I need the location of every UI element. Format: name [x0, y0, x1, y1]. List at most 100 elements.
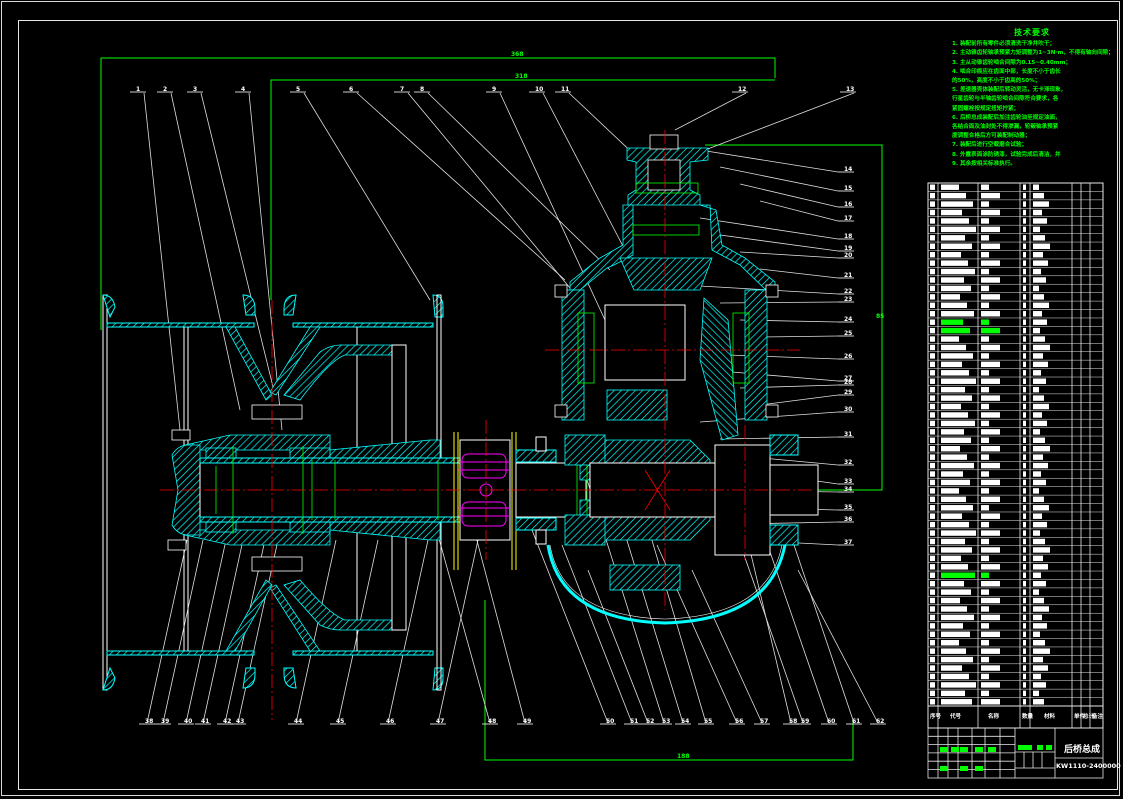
technical-requirement-line: 的50%，高度不小于齿高的50%； [952, 78, 1041, 85]
bevel-ring-gear [619, 257, 739, 441]
part-number-label: 54 [681, 718, 689, 725]
part-number-label: 30 [844, 406, 852, 413]
part-number-label: 51 [630, 718, 638, 725]
dimension-label-bottom: 188 [677, 753, 690, 760]
parts-list-row [930, 336, 1045, 342]
part-number-label: 34 [844, 486, 852, 493]
part-number-label: 23 [844, 296, 852, 303]
parts-list-header: 代号 [949, 712, 962, 720]
technical-requirements-list: 1. 装配前所有零件必须清洗干净并吹干；2. 主动锥齿轮轴承预紧力矩调整为1~3… [952, 40, 1112, 169]
dimension-label-track: 318 [515, 73, 528, 80]
part-number-label: 57 [760, 718, 768, 725]
part-number-label: 44 [294, 718, 302, 725]
output-shaft-right [714, 434, 819, 556]
parts-list-header: 备注 [1091, 712, 1104, 720]
parts-list-row [930, 555, 1043, 562]
parts-list-row [930, 378, 1046, 384]
parts-list-row [930, 479, 1046, 486]
technical-requirement-line: 各结合面及油封处不得渗漏，轮毂轴承预紧 [952, 124, 1059, 131]
part-number-label: 38 [145, 718, 153, 725]
parts-list-row [930, 277, 1046, 283]
parts-list-header: 单件 [1074, 712, 1086, 720]
part-number-label: 26 [844, 353, 852, 360]
parts-list-row [930, 640, 1045, 646]
parts-list-header: 材料 [1044, 712, 1056, 720]
parts-list-row [930, 192, 1044, 199]
dimension-height [705, 144, 883, 491]
part-number-label: 20 [844, 252, 852, 259]
dimension-labels: 368 318 85 188 [511, 51, 884, 760]
parts-list-row [930, 462, 1048, 469]
dimension-label-overall: 368 [511, 51, 524, 58]
part-number-label: 56 [735, 718, 743, 725]
part-number-label: 46 [386, 718, 394, 725]
parts-list-row [930, 403, 1049, 410]
part-number-label: 21 [844, 272, 852, 279]
dimension-track [270, 79, 775, 300]
parts-list-row [930, 429, 1040, 435]
part-number-label: 6 [349, 86, 353, 93]
part-number-label: 12 [738, 86, 746, 93]
part-number-label: 35 [844, 504, 852, 511]
parts-list-row [930, 580, 1046, 587]
parts-list-row [930, 665, 1048, 671]
technical-requirement-line: 行星齿轮与半轴齿轮啮合间隙符合要求，各 [952, 96, 1059, 103]
parts-list-row [930, 505, 1049, 511]
part-number-label: 18 [844, 233, 852, 240]
part-number-label: 27 [844, 375, 852, 382]
parts-list-row [930, 294, 1044, 300]
parts-list-row [930, 285, 1039, 292]
parts-list-row [930, 648, 1050, 654]
parts-list-row [930, 589, 1039, 595]
parts-list-row [930, 412, 1042, 418]
part-number-label: 52 [646, 718, 654, 725]
part-number-label: 16 [844, 201, 852, 208]
part-number-label: 48 [488, 718, 496, 725]
parts-list-row [930, 226, 1040, 233]
parts-list-row [930, 597, 1044, 604]
part-number-label: 4 [241, 86, 245, 93]
parts-list-row [930, 682, 1046, 688]
parts-list-row [930, 260, 1048, 266]
parts-list-row [930, 370, 1041, 376]
technical-requirement-line: 7. 装配后进行空载磨合试验； [952, 142, 1028, 149]
parts-list-row [930, 623, 1047, 629]
part-number-label: 11 [561, 86, 569, 93]
parts-list-row [930, 386, 1039, 393]
technical-requirements-heading: 技术要求 [1014, 28, 1050, 37]
parts-list-row [930, 437, 1045, 443]
parts-list-row [930, 446, 1050, 452]
part-number-label: 36 [844, 516, 852, 523]
technical-requirement-line: 3. 主从动锥齿轮啮合间隙为0.15~0.40mm； [952, 59, 1072, 66]
parts-list-row [930, 538, 1045, 545]
parts-list-row [930, 521, 1047, 528]
part-number-label: 61 [852, 718, 860, 725]
part-number-label: 25 [844, 330, 852, 337]
drawing-title: 后桥总成 [1064, 743, 1100, 755]
technical-requirement-line: 紧固螺栓按规定扭矩拧紧； [952, 105, 1020, 112]
drawing-frame [18, 20, 1118, 790]
part-number-label: 5 [296, 86, 300, 93]
part-number-label: 58 [789, 718, 797, 725]
parts-list-row [930, 513, 1042, 519]
parts-list-row [930, 243, 1050, 249]
part-number-label: 45 [336, 718, 344, 725]
part-number-label: 50 [606, 718, 614, 725]
parts-list-row [930, 547, 1050, 553]
part-number-label: 37 [844, 539, 852, 546]
part-number-label: 42 [223, 718, 231, 725]
part-number-label: 22 [844, 288, 852, 295]
part-number-label: 3 [193, 86, 197, 93]
parts-list-table: 序号代号名称数量材料单件总计备注 [927, 182, 1104, 729]
part-number-label: 15 [844, 185, 852, 192]
part-number-label: 7 [400, 86, 404, 93]
parts-list-row [930, 564, 1048, 570]
part-number-label: 28 [844, 379, 852, 386]
dimension-lines [100, 57, 883, 761]
axle-housing-bowl [546, 544, 787, 625]
parts-list-row [930, 184, 1039, 190]
drive-pinion-housing [569, 134, 776, 291]
parts-list-row [930, 302, 1049, 309]
